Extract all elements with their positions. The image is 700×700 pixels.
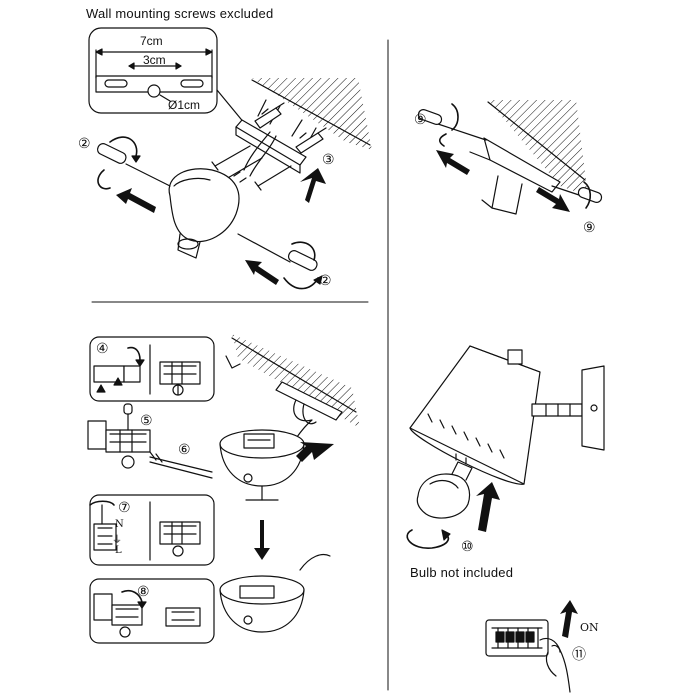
switch-on-label: ON [580,621,599,634]
canopy-bowl-lower [219,553,331,633]
panel-dividers [91,39,389,691]
step-11: ⑪ [572,647,586,663]
detail-box-7 [89,494,215,566]
wires [233,131,277,183]
wiring-arrows [254,442,334,560]
wire-mark-n: N [115,519,124,530]
step-5: ⑤ [140,413,153,429]
wire-mark-l: L [115,545,122,556]
ceiling-hatch [251,78,372,150]
bulb-note: Bulb not included [410,565,514,580]
hand-icon [539,637,571,693]
panel-mounting-bracket [88,27,372,290]
wall-plugs [254,102,327,154]
dimension-outer: 7cm [140,34,163,48]
step-9-right: ⑨ [583,220,596,236]
detail-box-4 [89,336,215,402]
screwdriver-right [237,233,323,290]
step-9-left: ⑨ [414,112,427,128]
canopy-bowl-upper [219,429,305,501]
step-2-left: ② [78,136,91,152]
canopy [168,168,240,259]
step-3: ③ [322,152,335,168]
bracket-callout [88,27,251,131]
terminal-block-5 [87,403,213,479]
panel-breaker [485,600,578,693]
wire-mark-earth: ⏚ [112,535,122,546]
push-arrows [116,168,326,285]
dimension-hole: Ø1cm [168,98,201,112]
panel-wiring [87,334,360,644]
step-10: ⑩ [461,539,474,555]
panel-fix-canopy [417,100,603,215]
dimension-inner: 3cm [143,53,166,67]
bulb [416,453,473,519]
step-7: ⑦ [118,500,131,516]
step-6: ⑥ [178,442,191,458]
step-2-right: ② [319,273,332,289]
step-4: ④ [96,341,109,357]
panel-bulb [406,345,605,549]
step-8: ⑧ [137,584,150,600]
screwdriver-left [96,136,171,190]
page-title: Wall mounting screws excluded [86,6,274,21]
detail-box-8 [89,578,215,644]
